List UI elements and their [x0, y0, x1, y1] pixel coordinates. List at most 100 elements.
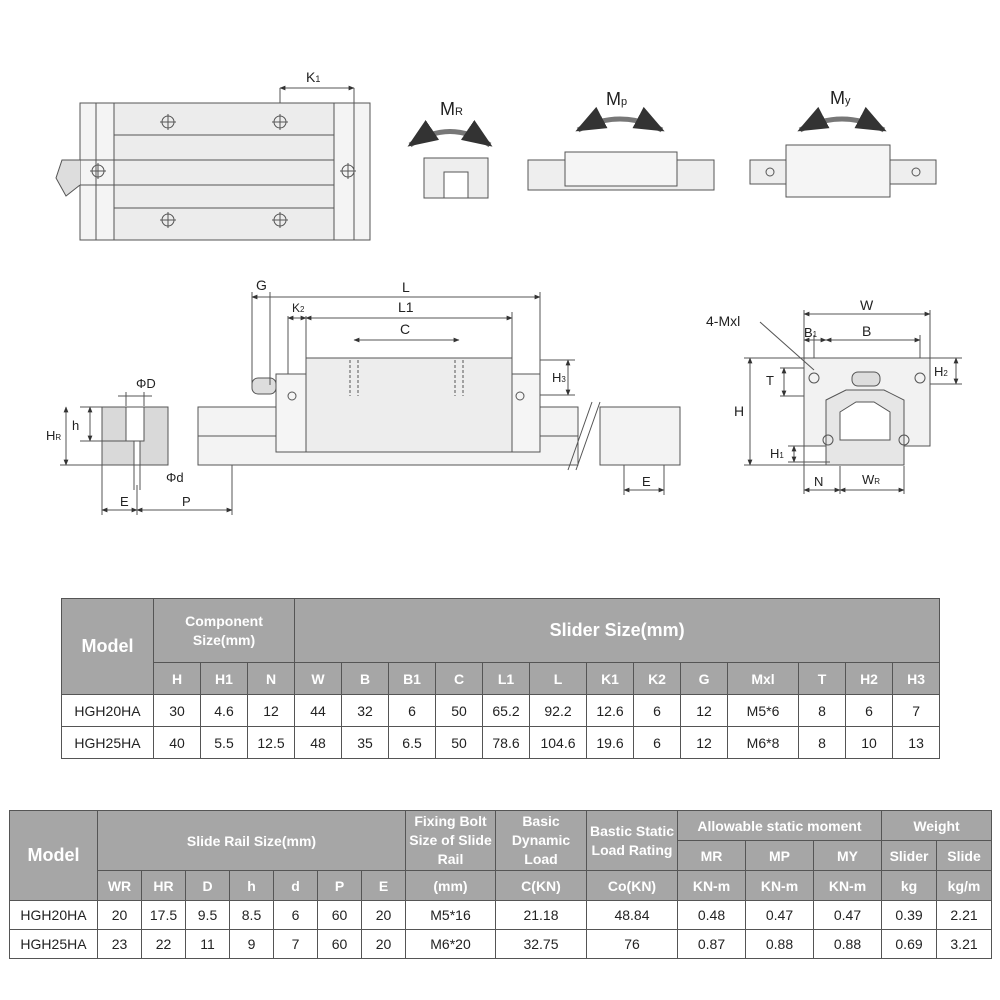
- p-label: P: [182, 494, 191, 509]
- slider-top-view: [55, 85, 371, 241]
- c-label: C: [400, 321, 410, 337]
- table-cell: 0.48: [677, 900, 746, 930]
- table-cell: 92.2: [529, 694, 588, 727]
- table-cell: 40: [153, 726, 201, 759]
- table-cell: 12: [246, 694, 296, 727]
- column-header: W: [294, 662, 343, 695]
- column-header: H3: [892, 662, 941, 695]
- t-label: T: [766, 373, 774, 388]
- table-cell: 30: [153, 694, 201, 727]
- phi-d-label: Φd: [166, 470, 184, 485]
- column-header: K1: [586, 662, 635, 695]
- column-header: L1: [482, 662, 531, 695]
- table-row: HGH20HA 20 17.5 9.5 8.5 6 60 20 M5*16 21…: [9, 900, 993, 930]
- my-label: My: [830, 88, 851, 108]
- table-cell: 48: [294, 726, 343, 759]
- table-cell: 20: [361, 900, 406, 930]
- k2-label: K2: [292, 301, 305, 315]
- unit-header: C(KN): [495, 870, 587, 901]
- table-cell: M6*8: [727, 726, 800, 759]
- column-header: B: [341, 662, 390, 695]
- column-header: Mxl: [727, 662, 800, 695]
- column-header: H: [153, 662, 201, 695]
- table-cell: 12.6: [586, 694, 635, 727]
- table-cell: 6: [633, 726, 682, 759]
- column-header: d: [273, 870, 318, 901]
- column-header: D: [185, 870, 230, 901]
- h-small-label: h: [72, 418, 79, 433]
- table-cell: 48.84: [586, 900, 678, 930]
- table-cell: 32: [341, 694, 390, 727]
- table-cell: 23: [97, 929, 142, 959]
- table-cell: 0.69: [881, 929, 938, 959]
- mp-label: Mp: [606, 89, 627, 109]
- slider-model-header: Model: [61, 598, 154, 695]
- table-cell: 6: [388, 694, 437, 727]
- unit-header: kg: [881, 870, 938, 901]
- column-header: L: [529, 662, 588, 695]
- table-cell: 3.21: [936, 929, 993, 959]
- column-header: H1: [200, 662, 248, 695]
- e-right-label: E: [642, 474, 651, 489]
- rail-model-header: Model: [9, 810, 98, 901]
- table-cell: 6: [845, 694, 894, 727]
- table-row: HGH25HA 40 5.5 12.5 48 35 6.5 50 78.6 10…: [61, 726, 941, 759]
- table-cell: 5.5: [200, 726, 248, 759]
- h2-label: H2: [934, 364, 948, 379]
- table-cell: 17.5: [141, 900, 186, 930]
- table-cell: 35: [341, 726, 390, 759]
- column-header: WR: [97, 870, 142, 901]
- table-cell: 9: [229, 929, 274, 959]
- technical-drawing: K1 MR Mp My: [46, 69, 962, 515]
- moment-my-diagram: [749, 106, 937, 198]
- l-label: L: [402, 279, 410, 295]
- column-header: K2: [633, 662, 682, 695]
- slider-side-view: [60, 292, 681, 515]
- model-cell: HGH20HA: [9, 900, 98, 930]
- table-cell: 6.5: [388, 726, 437, 759]
- table-cell: 7: [892, 694, 941, 727]
- moment-col-header: MY: [812, 840, 883, 871]
- h1-label: H1: [770, 446, 784, 461]
- column-header: E: [361, 870, 406, 901]
- table-cell: 50: [435, 726, 484, 759]
- b-label: B: [862, 323, 871, 339]
- table-cell: M5*6: [727, 694, 800, 727]
- phi-D-label: ΦD: [136, 376, 156, 391]
- table-cell: 60: [317, 900, 362, 930]
- column-header: H2: [845, 662, 894, 695]
- h-big-label: H: [734, 403, 744, 419]
- hr-label: HR: [46, 428, 61, 443]
- table-cell: 10: [845, 726, 894, 759]
- table-cell: 12.5: [246, 726, 296, 759]
- unit-header: (mm): [405, 870, 496, 901]
- table-cell: 4.6: [200, 694, 248, 727]
- table-cell: 21.18: [495, 900, 587, 930]
- column-header: G: [680, 662, 729, 695]
- l1-label: L1: [398, 299, 414, 315]
- table-cell: 2.21: [936, 900, 993, 930]
- table-cell: 20: [361, 929, 406, 959]
- column-header: HR: [141, 870, 186, 901]
- model-cell: HGH25HA: [9, 929, 98, 959]
- moment-col-header: MP: [745, 840, 814, 871]
- column-header: h: [229, 870, 274, 901]
- table-cell: 50: [435, 694, 484, 727]
- unit-header: KN-m: [812, 870, 883, 901]
- table-cell: 0.47: [812, 900, 883, 930]
- unit-header: KN-m: [677, 870, 746, 901]
- w-label: W: [860, 297, 874, 313]
- table-cell: 65.2: [482, 694, 531, 727]
- unit-header: Co(KN): [586, 870, 678, 901]
- table-cell: 8.5: [229, 900, 274, 930]
- dynamic-load-header: Basic Dynamic Load: [495, 810, 587, 871]
- table-cell: 7: [273, 929, 318, 959]
- e-left-label: E: [120, 494, 129, 509]
- moment-col-header: MR: [677, 840, 746, 871]
- slider-column-header-row: H H1 N W B B1 C L1 L K1 K2 G Mxl T H2 H3: [62, 662, 941, 695]
- table-cell: 0.88: [812, 929, 883, 959]
- n-label: N: [814, 474, 823, 489]
- slide-rail-table: Model Slide Rail Size(mm) Fixing Bolt Si…: [9, 810, 993, 959]
- table-cell: 60: [317, 929, 362, 959]
- column-header: B1: [388, 662, 437, 695]
